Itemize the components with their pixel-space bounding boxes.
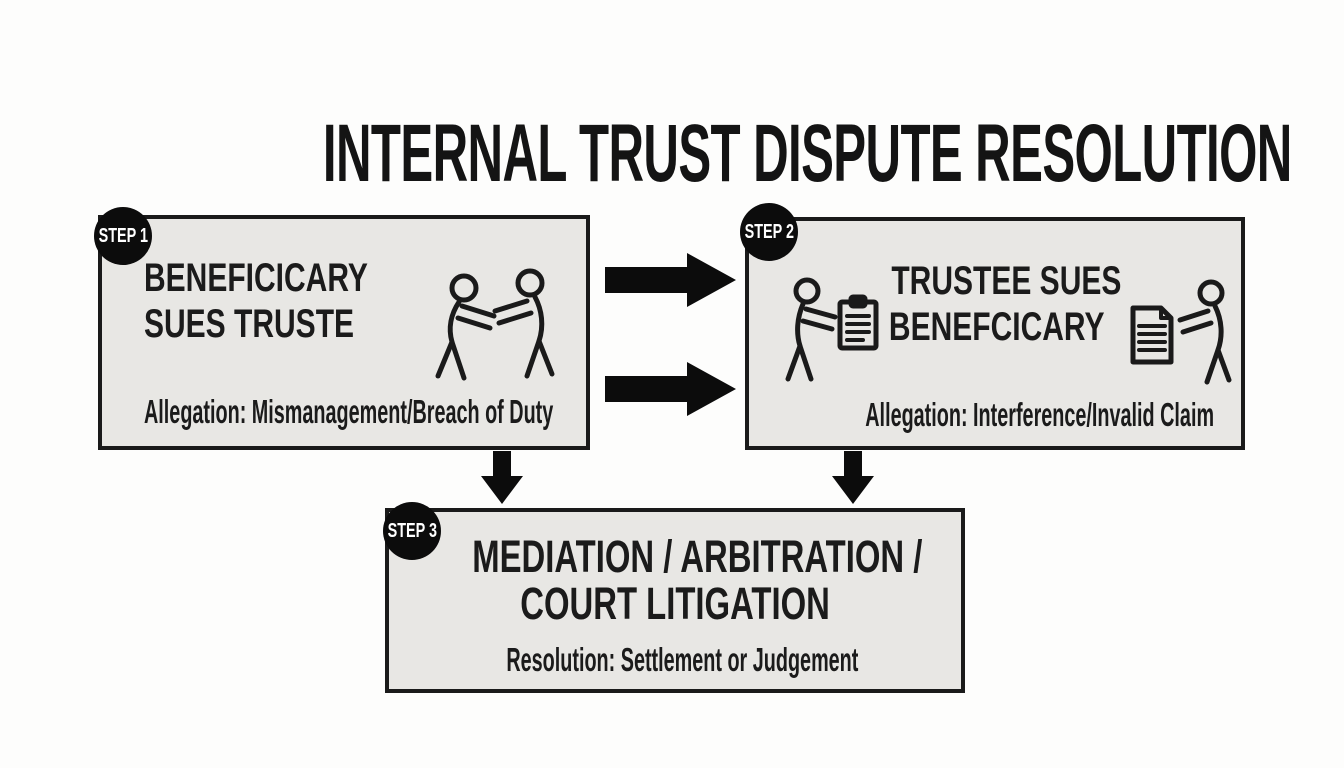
step1-box: STEP 1 BENEFICICARY SUES TRUSTE xyxy=(94,207,590,450)
step2-subtitle: Allegation: Interference/Invalid Claim xyxy=(749,398,1241,431)
page-title-text: INTERNAL TRUST DISPUTE RESOLUTION xyxy=(322,107,1292,199)
arrow-down-icon xyxy=(480,451,524,505)
step3-heading: MEDIATION / ARBITRATION / COURT LITIGATI… xyxy=(389,533,961,627)
arrow-down-icon xyxy=(831,451,875,505)
page-title: INTERNAL TRUST DISPUTE RESOLUTION xyxy=(0,107,1344,199)
step2-heading: TRUSTEE SUES BENEFCICARY xyxy=(853,258,1123,350)
step2-box: STEP 2 TRUSTEE SUES BENEFCICARY xyxy=(740,203,1245,450)
step1-subtitle: Allegation: Mismanagement/Breach of Duty xyxy=(144,395,826,428)
document-and-person-icon xyxy=(1123,278,1241,386)
step1-heading: BENEFICICARY SUES TRUSTE xyxy=(144,255,443,347)
arrow-right-icon xyxy=(605,361,737,417)
step2-badge-label: STEP 2 xyxy=(744,220,794,243)
people-arguing-icon xyxy=(424,266,569,386)
step2-heading-line1: TRUSTEE SUES xyxy=(891,259,1122,303)
step2-badge: STEP 2 xyxy=(740,203,798,261)
step1-subtitle-text: Allegation: Mismanagement/Breach of Duty xyxy=(144,393,554,430)
step1-badge: STEP 1 xyxy=(94,207,152,265)
step1-heading-line2: SUES TRUSTE xyxy=(144,302,355,346)
step1-heading-line1: BENEFICICARY xyxy=(144,256,368,300)
step3-subtitle: Resolution: Settlement or Judgement xyxy=(389,643,961,676)
step2-subtitle-text: Allegation: Interference/Invalid Claim xyxy=(865,396,1215,433)
step3-badge-label: STEP 3 xyxy=(387,519,437,542)
arrow-right-icon xyxy=(605,252,737,308)
step3-heading-line1: MEDIATION / ARBITRATION / xyxy=(472,531,923,582)
person-presenting-document-icon xyxy=(777,276,907,386)
step3-subtitle-text: Resolution: Settlement or Judgement xyxy=(506,641,859,678)
step1-badge-label: STEP 1 xyxy=(98,224,148,247)
step3-badge: STEP 3 xyxy=(383,502,441,560)
step2-heading-line2: BENEFCICARY xyxy=(888,305,1105,349)
step3-heading-line2: COURT LITIGATION xyxy=(520,578,830,629)
step3-box: STEP 3 MEDIATION / ARBITRATION / COURT L… xyxy=(383,502,965,693)
